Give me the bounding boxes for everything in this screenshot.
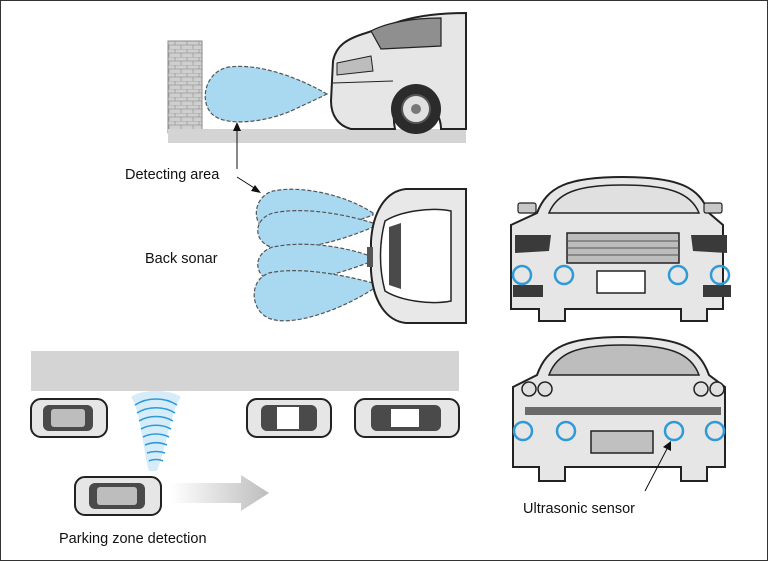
back-sonar-label: Back sonar — [145, 251, 218, 267]
detecting-cone-top — [204, 65, 329, 123]
back-sonar-lobes — [253, 188, 374, 322]
curb-strip — [31, 351, 459, 391]
car-rear-view — [512, 335, 726, 482]
brick-wall — [167, 40, 203, 134]
car-front-view — [510, 175, 731, 322]
rear-sensor-3 — [663, 420, 685, 442]
front-sensor-1 — [511, 264, 533, 286]
parked-car-1 — [30, 398, 108, 438]
front-sensor-3 — [667, 264, 689, 286]
front-sensor-2 — [553, 264, 575, 286]
top-scene — [167, 11, 467, 143]
ultrasonic-sensor-label: Ultrasonic sensor — [523, 501, 636, 517]
ultrasonic-sensor-pointer — [644, 441, 671, 492]
sonar-wave-arcs — [131, 391, 181, 471]
detecting-area-connector — [233, 122, 261, 193]
parked-car-3 — [354, 398, 460, 438]
rear-sensor-2 — [555, 420, 577, 442]
car-side-view — [329, 11, 467, 134]
rear-sensor-1 — [512, 420, 534, 442]
car-top-view — [367, 188, 467, 324]
scanning-car — [74, 476, 162, 516]
parking-zone-detection-label: Parking zone detection — [59, 531, 207, 547]
direction-arrow — [171, 475, 269, 511]
ground-strip — [168, 129, 466, 143]
front-sensor-4 — [709, 264, 731, 286]
detecting-area-label: Detecting area — [125, 167, 220, 183]
parking-scene — [30, 351, 460, 516]
rear-sensor-4 — [704, 420, 726, 442]
parked-car-2 — [246, 398, 332, 438]
